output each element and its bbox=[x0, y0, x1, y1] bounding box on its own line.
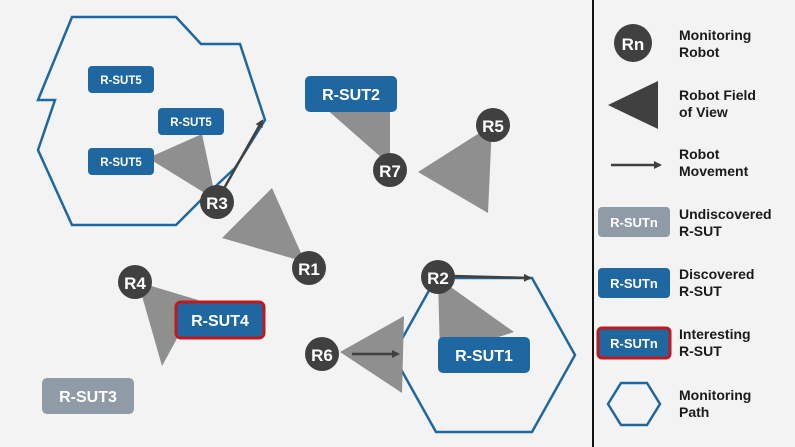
legend-path: Monitoring Path bbox=[606, 381, 751, 427]
sut-r-sut5-middle: R-SUT5 bbox=[158, 108, 224, 135]
sut-label: R-SUT3 bbox=[59, 389, 117, 406]
legend-movement: Robot Movement bbox=[611, 146, 749, 179]
legend-discovered-label-2: R-SUT bbox=[679, 283, 722, 299]
robot-r6: R6 bbox=[305, 337, 339, 371]
legend-fov-label-2: of View bbox=[679, 104, 728, 120]
sut-label: R-SUT1 bbox=[455, 348, 513, 365]
robot-r5: R5 bbox=[476, 108, 510, 142]
sut-label: R-SUT5 bbox=[100, 157, 142, 169]
movement-arrow-r2 bbox=[451, 273, 532, 282]
sut-label: R-SUT2 bbox=[322, 87, 380, 104]
legend-discovered-symbol: R-SUTn bbox=[610, 276, 658, 291]
robot-r2: R2 bbox=[421, 260, 455, 294]
robot-label: R6 bbox=[311, 346, 333, 365]
fov-r7-triangle bbox=[325, 108, 390, 165]
legend: Rn Monitoring Robot Robot Field of View … bbox=[596, 24, 772, 427]
fov-r2-triangle bbox=[438, 278, 514, 356]
sut-r-sut3: R-SUT3 bbox=[42, 378, 134, 414]
fov-r1-triangle bbox=[222, 188, 305, 262]
robot-label: R3 bbox=[206, 194, 228, 213]
sut-r-sut1: R-SUT1 bbox=[438, 337, 530, 373]
sut-label: R-SUT4 bbox=[191, 313, 249, 330]
robot-label: R2 bbox=[427, 269, 449, 288]
robot-label: R1 bbox=[298, 260, 320, 279]
legend-interesting-label-1: Interesting bbox=[679, 326, 751, 342]
legend-discovered-label-1: Discovered bbox=[679, 266, 754, 282]
legend-movement-label-2: Movement bbox=[679, 163, 749, 179]
sut-label: R-SUT5 bbox=[100, 75, 142, 87]
legend-discovered: R-SUTn Discovered R-SUT bbox=[598, 266, 754, 299]
legend-interesting: R-SUTn Interesting R-SUT bbox=[596, 326, 751, 360]
robot-label: R7 bbox=[379, 162, 401, 181]
fov-r3-triangle bbox=[148, 134, 216, 200]
legend-robot-label-2: Robot bbox=[679, 44, 720, 60]
legend-movement-label-1: Robot bbox=[679, 146, 720, 162]
legend-fov-label-1: Robot Field bbox=[679, 87, 756, 103]
legend-path-hexagon bbox=[606, 381, 662, 427]
legend-fov-triangle bbox=[608, 81, 658, 129]
sut-r-sut5-top: R-SUT5 bbox=[88, 66, 154, 93]
legend-undiscovered-symbol: R-SUTn bbox=[610, 215, 658, 230]
legend-path-label-2: Path bbox=[679, 404, 709, 420]
sut-r-sut2: R-SUT2 bbox=[305, 76, 397, 112]
robot-label: R4 bbox=[124, 274, 146, 293]
legend-fov: Robot Field of View bbox=[608, 81, 756, 129]
legend-undiscovered: R-SUTn Undiscovered R-SUT bbox=[598, 206, 772, 239]
sut-r-sut4: R-SUT4 bbox=[174, 300, 266, 340]
legend-undiscovered-label-1: Undiscovered bbox=[679, 206, 772, 222]
legend-robot: Rn Monitoring Robot bbox=[614, 24, 751, 62]
robot-r7: R7 bbox=[373, 153, 407, 187]
legend-robot-symbol: Rn bbox=[622, 35, 645, 54]
sut-r-sut5-bottom: R-SUT5 bbox=[88, 148, 154, 175]
robot-r4: R4 bbox=[118, 265, 152, 299]
fov-r5-triangle bbox=[418, 125, 492, 213]
robot-label: R5 bbox=[482, 117, 504, 136]
robot-r3: R3 bbox=[200, 185, 234, 219]
legend-interesting-symbol: R-SUTn bbox=[610, 336, 658, 351]
movement-arrow-r3 bbox=[220, 119, 264, 193]
legend-path-label-1: Monitoring bbox=[679, 387, 751, 403]
legend-robot-label-1: Monitoring bbox=[679, 27, 751, 43]
robot-r1: R1 bbox=[292, 251, 326, 285]
sut-label: R-SUT5 bbox=[170, 117, 212, 129]
legend-interesting-label-2: R-SUT bbox=[679, 343, 722, 359]
legend-undiscovered-label-2: R-SUT bbox=[679, 223, 722, 239]
